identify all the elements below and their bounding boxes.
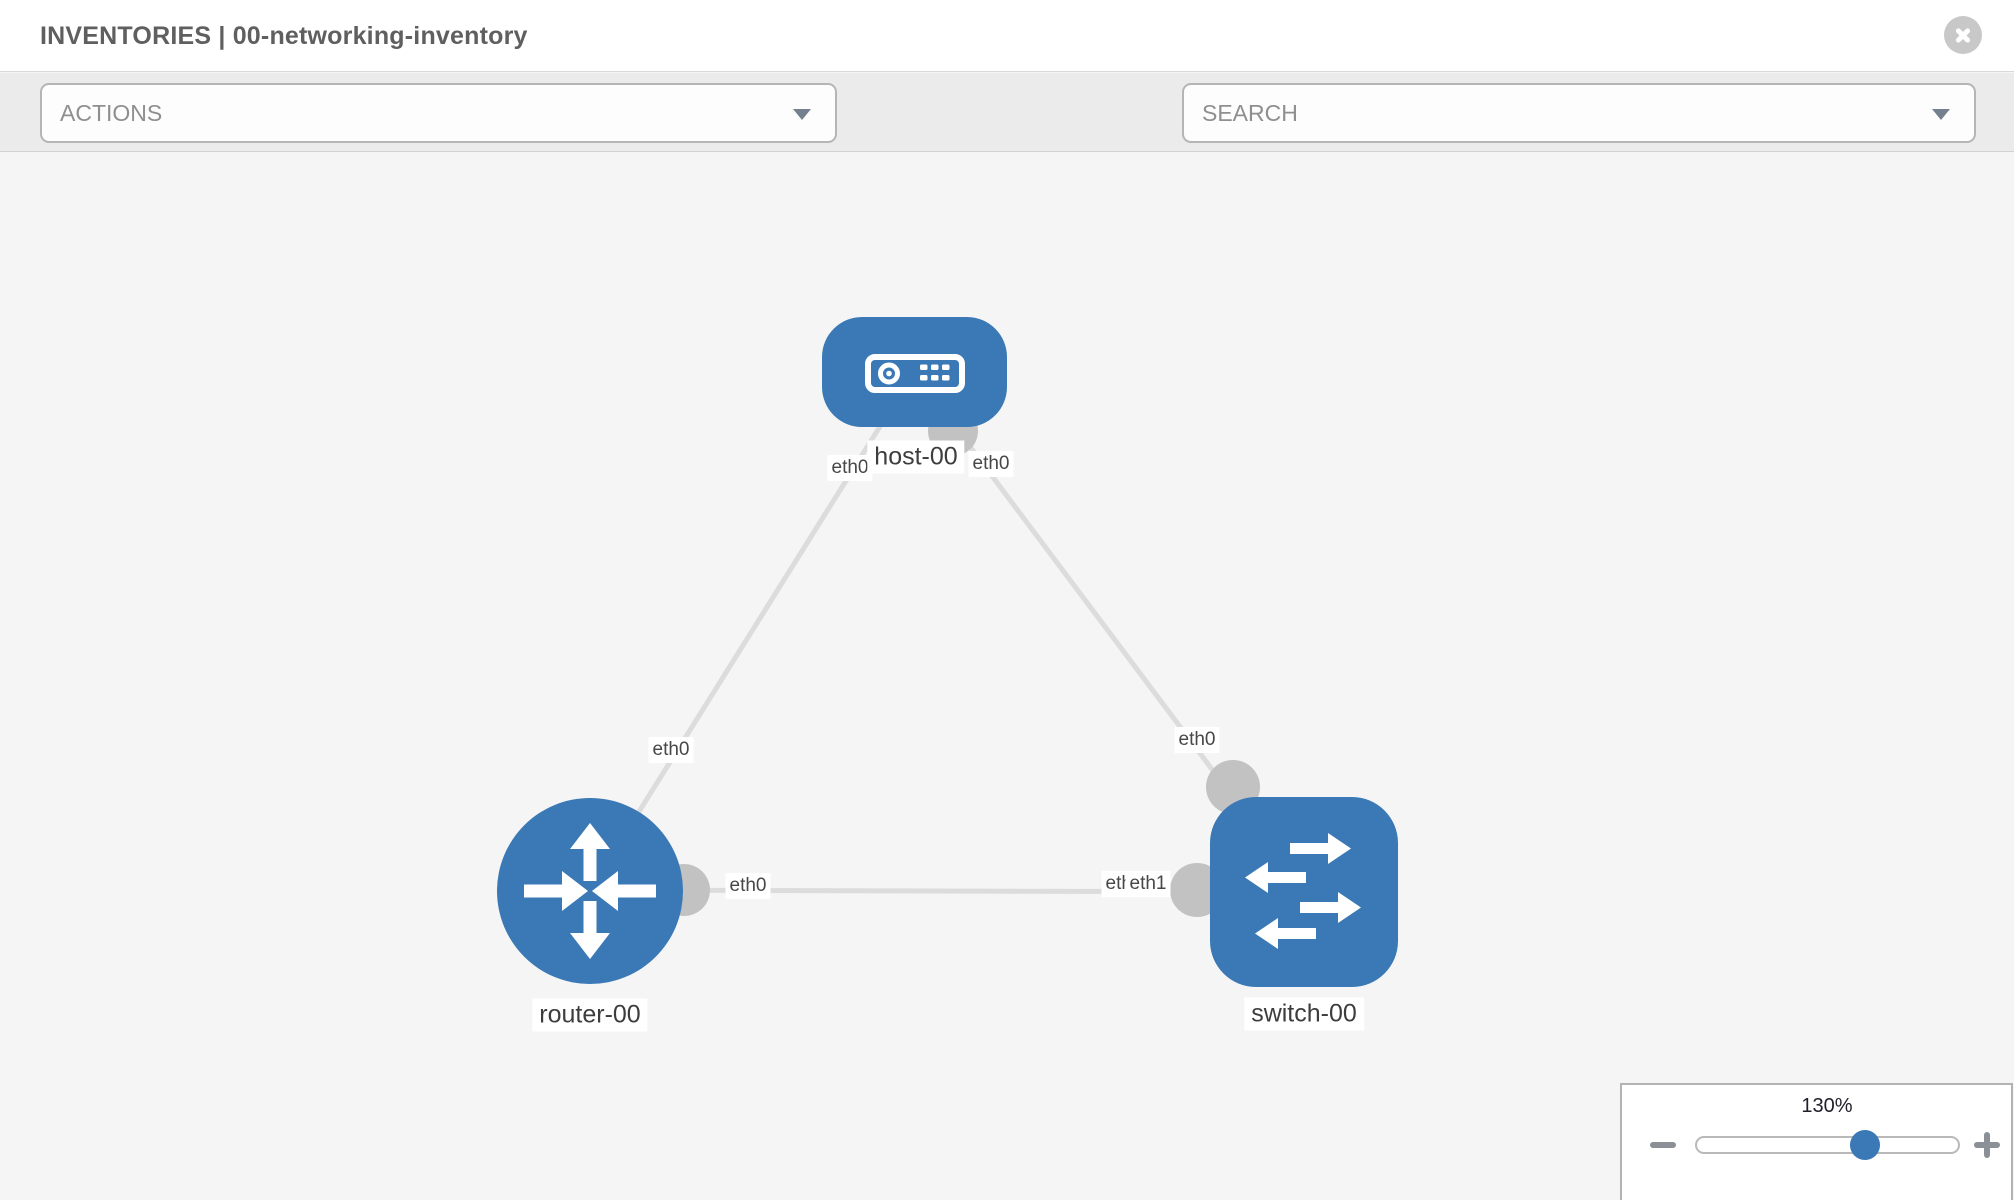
server-icon xyxy=(865,354,965,393)
search-dropdown-label: SEARCH xyxy=(1202,100,1298,126)
chevron-down-icon xyxy=(793,109,811,120)
zoom-slider-track[interactable] xyxy=(1695,1136,1960,1154)
interface-label[interactable]: eth0 xyxy=(968,451,1014,477)
actions-dropdown[interactable]: ACTIONS xyxy=(40,83,837,143)
zoom-panel: 130% xyxy=(1620,1083,2013,1200)
node-label-host[interactable]: host-00 xyxy=(867,440,965,474)
interface-label[interactable]: eth0 xyxy=(725,873,771,899)
interface-label[interactable]: eth0 xyxy=(1174,727,1220,753)
zoom-level-label: 130% xyxy=(1801,1095,1853,1117)
toolbar: ACTIONS xyxy=(0,73,2014,202)
zoom-in-button[interactable] xyxy=(1974,1132,2000,1158)
header: INVENTORIES | 00-networking-inventory xyxy=(0,0,2014,72)
node-switch[interactable] xyxy=(1210,797,1398,987)
page-title: INVENTORIES | 00-networking-inventory xyxy=(40,22,528,50)
interface-label[interactable]: eth0 xyxy=(648,737,694,763)
node-label-router[interactable]: router-00 xyxy=(532,998,648,1032)
node-label-switch[interactable]: switch-00 xyxy=(1244,997,1364,1031)
zoom-slider-thumb[interactable] xyxy=(1850,1130,1880,1160)
actions-dropdown-label: ACTIONS xyxy=(60,100,163,126)
zoom-out-button[interactable] xyxy=(1650,1142,1676,1148)
minus-icon xyxy=(1650,1142,1676,1148)
router-arrows-icon xyxy=(524,823,656,959)
close-button[interactable] xyxy=(1944,16,1982,54)
node-host[interactable] xyxy=(822,317,1007,427)
exchange-arrows-icon xyxy=(1245,833,1361,949)
chevron-down-icon xyxy=(1932,109,1950,120)
search-dropdown[interactable]: SEARCH xyxy=(1182,83,1976,143)
node-router[interactable] xyxy=(497,798,683,984)
topology-canvas[interactable]: eth0 eth0 eth0 eth0 eth0 eth0 eth1 host-… xyxy=(0,152,2014,1200)
interface-label[interactable]: eth1 xyxy=(1125,871,1171,897)
interface-label[interactable]: eth0 xyxy=(827,455,873,481)
